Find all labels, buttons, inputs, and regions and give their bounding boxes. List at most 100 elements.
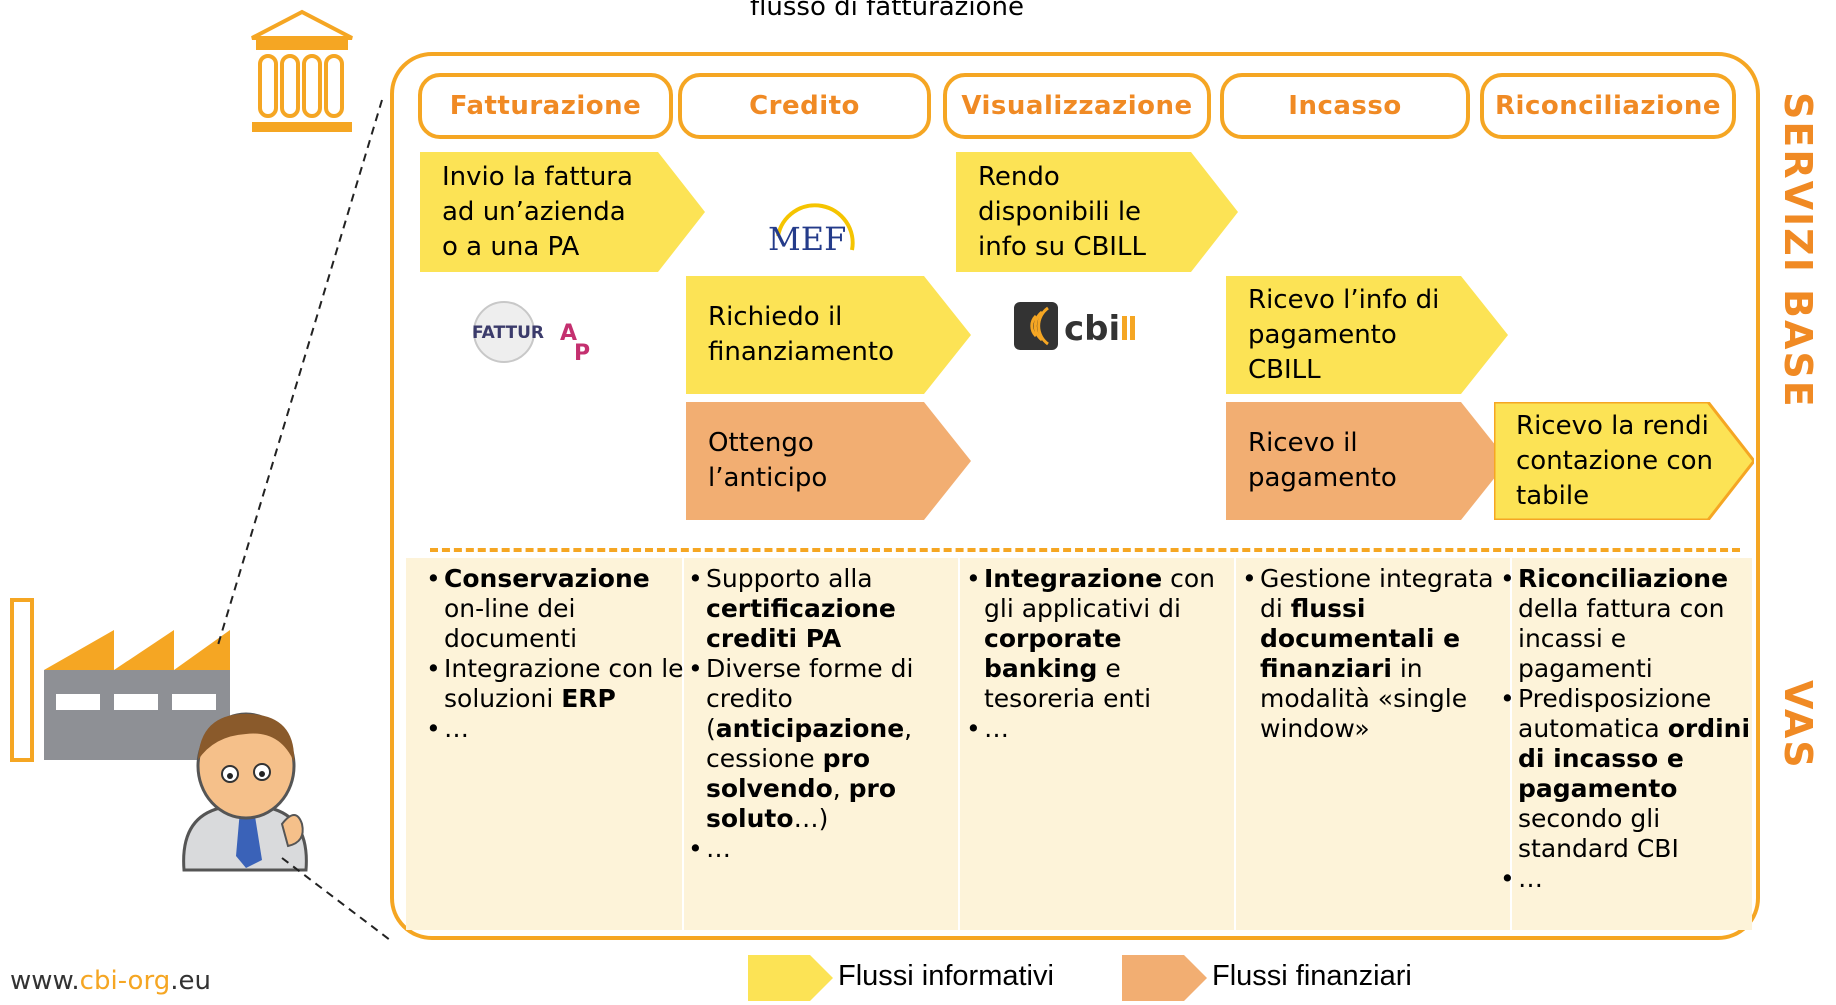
vas-bullet-list: Conservazione on-line dei documentiInteg… [422, 564, 684, 744]
process-frame [390, 52, 1760, 940]
step-ricevo-rendicontazione: Ricevo la rendicontazione contabile [1494, 402, 1754, 520]
mef-logo: MEF [758, 196, 868, 276]
vas-bullet-item: … [684, 834, 954, 864]
header-riconciliazione: Riconciliazione [1480, 73, 1736, 139]
step-text: Ottengo l’anticipo [708, 428, 828, 493]
info-flow-arrow [748, 955, 833, 1001]
vas-list-credito: Supporto alla certificazione crediti PAD… [684, 564, 954, 864]
vas-text-run: ERP [561, 684, 616, 713]
footer-url-prefix: www. [10, 966, 80, 996]
legend-finance-label: Flussi finanziari [1212, 960, 1412, 992]
businessman-icon [182, 712, 308, 872]
vas-text-run: pro solvendo [706, 744, 870, 803]
header-visualizzazione: Visualizzazione [943, 73, 1211, 139]
fatturapa-logo-icon: FATTUR A P [472, 301, 590, 366]
vas-bullet-item: Integrazione con le soluzioni ERP [422, 654, 684, 714]
footer-url[interactable]: www.cbi-org.eu [10, 966, 211, 996]
finance-flow-arrow [1226, 402, 1508, 520]
vas-bullet-list: Integrazione con gli applicativi di corp… [962, 564, 1232, 744]
vas-text-run: della fattura con incassi e pagamenti [1518, 594, 1725, 683]
cbill-logo-icon: cbi [1014, 302, 1135, 350]
vas-text-run: corporate banking [984, 624, 1122, 683]
vas-list-visualizzazione: Integrazione con gli applicativi di corp… [962, 564, 1232, 744]
vas-text-run: Integrazione con le soluzioni [444, 654, 684, 713]
step-richiedo-finanziamento: Richiedo il finanziamento [686, 276, 971, 394]
label-servizi-base: SERVIZI BASE [1776, 92, 1820, 409]
vas-text-run: Gestione integrata di [1260, 564, 1494, 623]
vas-bullet-list: Riconciliazione della fattura con incass… [1496, 564, 1764, 894]
vas-text-run: … [706, 834, 731, 863]
vas-text-run: … [984, 714, 1009, 743]
vas-text-run: … [444, 714, 469, 743]
info-flow-arrow [1494, 402, 1754, 520]
step-ottengo-anticipo: Ottengo l’anticipo [686, 402, 971, 520]
vas-text-run: Conservazione [444, 564, 650, 593]
svg-text:A: A [560, 321, 577, 346]
header-incasso: Incasso [1220, 73, 1470, 139]
step-text: Ricevo l’info di pagamento CBILL [1248, 284, 1440, 385]
vas-text-run: on-line dei documenti [444, 594, 578, 653]
vas-bullet-list: Gestione integrata di flussi documentali… [1238, 564, 1500, 744]
vas-text-run: con gli applicativi di [984, 564, 1215, 623]
header-fatturazione: Fatturazione [418, 73, 673, 139]
diagram-title: flusso di fatturazione [750, 0, 1024, 22]
vas-text-run: in modalità «single window» [1260, 654, 1468, 743]
info-flow-arrow [1226, 276, 1508, 394]
vas-text-run: Predisposizione automatica [1518, 684, 1712, 743]
info-flow-arrow [420, 152, 705, 272]
vas-text-run: Diverse forme di credito ( [706, 654, 914, 743]
vas-bullet-item: Conservazione on-line dei documenti [422, 564, 684, 654]
vas-text-run: … [1518, 864, 1543, 893]
vas-text-run: Riconciliazione [1518, 564, 1729, 593]
step-ricevo-info: Ricevo l’info di pagamento CBILL [1226, 276, 1508, 394]
finance-flow-arrow [1122, 955, 1207, 1001]
vas-text-run: pro soluto [706, 774, 897, 833]
step-invio-fattura: Invio la fattura ad un’azienda o a una P… [420, 152, 705, 272]
vas-bullet-item: Supporto alla certificazione crediti PA [684, 564, 954, 654]
step-text: Ricevo il pagamento [1248, 428, 1397, 493]
fatturapa-logo: FATTUR A P [468, 296, 628, 368]
vas-bullet-item: Diverse forme di credito (anticipazione,… [684, 654, 954, 834]
footer-url-accent: cbi-org [79, 966, 171, 996]
mef-logo-icon: MEF [768, 203, 855, 258]
step-text: Invio la fattura ad un’azienda o a una P… [442, 161, 633, 262]
vas-text-run: certificazione crediti PA [706, 594, 896, 653]
svg-text:P: P [574, 341, 590, 366]
bank-icon [251, 9, 353, 132]
step-text: Ricevo la rendicontazione contabile [1516, 410, 1714, 511]
step-text: Richiedo il finanziamento [708, 302, 894, 367]
step-ricevo-pagamento: Ricevo il pagamento [1226, 402, 1508, 520]
vas-column-divider [406, 558, 684, 930]
vas-text-run: flussi documentali e finanziari [1260, 594, 1461, 683]
info-flow-arrow [686, 276, 971, 394]
vas-bullet-item: Integrazione con gli applicativi di corp… [962, 564, 1232, 714]
vas-bullet-item: Riconciliazione della fattura con incass… [1496, 564, 1764, 684]
legend-finance-swatch [1122, 955, 1207, 1001]
info-flow-arrow [956, 152, 1238, 272]
vas-text-run: , [832, 774, 849, 803]
vas-text-run: Integrazione [984, 564, 1163, 593]
vas-text-run: e tesoreria enti [984, 654, 1152, 713]
header-credito: Credito [678, 73, 931, 139]
vas-bullet-item: … [422, 714, 684, 744]
vas-text-run: Supporto alla [706, 564, 873, 593]
legend-info-swatch [748, 955, 833, 1001]
legend-info-label: Flussi informativi [838, 960, 1054, 992]
svg-text:cbi: cbi [1064, 309, 1120, 349]
step-rendo-disponibili: Rendo disponibili le info su CBILL [956, 152, 1238, 272]
vas-text-run: …) [793, 804, 829, 833]
vas-text-run: secondo gli standard CBI [1518, 804, 1679, 863]
footer-url-suffix: .eu [170, 966, 211, 996]
label-vas: VAS [1776, 680, 1820, 770]
vas-list-incasso: Gestione integrata di flussi documentali… [1238, 564, 1500, 744]
vas-bullet-list: Supporto alla certificazione crediti PAD… [684, 564, 954, 864]
finance-flow-arrow [686, 402, 971, 520]
vas-text-run: ordini di incasso e pagamento [1518, 714, 1751, 803]
cbill-logo: cbi [1012, 298, 1162, 354]
svg-text:FATTUR: FATTUR [472, 323, 544, 343]
vas-text-run: , cessione [706, 714, 913, 773]
vas-column-divider [958, 558, 1236, 930]
vas-bullet-item: … [962, 714, 1232, 744]
connector-lines [217, 99, 391, 941]
vas-list-fatturazione: Conservazione on-line dei documentiInteg… [422, 564, 684, 744]
